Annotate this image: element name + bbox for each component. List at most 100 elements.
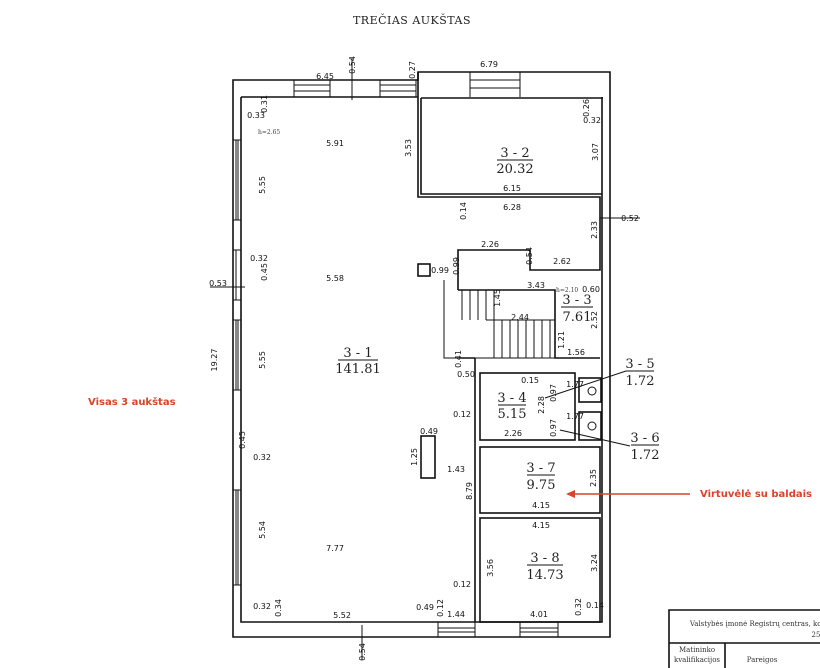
dimension-label: 5.15 — [498, 407, 527, 422]
dimension-label: 6.79 — [480, 60, 498, 69]
dimension-label: 1.21 — [557, 331, 566, 349]
dimension-label: 0.41 — [454, 350, 463, 368]
dimension-label: 4.15 — [532, 501, 550, 510]
plan-title: TREČIAS AUKŠTAS — [353, 13, 471, 27]
dimension-label: 2.35 — [589, 469, 598, 487]
dimension-label: 3 - 4 — [497, 391, 526, 406]
dimension-label: 8.79 — [465, 482, 474, 500]
dimension-label: 0.34 — [274, 599, 283, 617]
dimension-label: 7.77 — [326, 544, 344, 553]
dimension-label: 7.61 — [563, 310, 592, 325]
dimension-label: 3.56 — [486, 559, 495, 577]
room-3-4: 3 - 45.15 — [497, 391, 526, 422]
dimension-label: 0.27 — [408, 61, 417, 79]
dimension-label: 0.32 — [253, 602, 271, 611]
dimension-label: 5.52 — [333, 611, 351, 620]
dimension-label: 0.12 — [436, 599, 445, 617]
ceiling-height-label: h=2.10 — [556, 287, 578, 294]
dimension-label: 2.26 — [504, 429, 522, 438]
dimension-label: 0.49 — [420, 427, 438, 436]
dimension-label: 3.24 — [590, 554, 599, 572]
dimension-label: 3.07 — [591, 143, 600, 161]
title-block: Valstybės įmonė Registrų centras, koda 2… — [668, 609, 820, 668]
dimension-label: 0.97 — [549, 384, 558, 402]
dimension-label: 2.26 — [481, 240, 499, 249]
dimension-label: 0.99 — [452, 257, 461, 275]
dimension-label: 1.44 — [447, 610, 465, 619]
dimension-label: 0.15 — [521, 376, 539, 385]
dimension-label: 4.01 — [530, 610, 548, 619]
dimension-label: 2.44 — [511, 313, 529, 322]
dimension-label: 2.33 — [590, 221, 599, 239]
whole-floor-annotation: Visas 3 aukštas — [88, 396, 176, 408]
dimension-label: 5.91 — [326, 139, 344, 148]
dimension-label: kvalifikacijos — [674, 656, 720, 664]
dimension-label: 0.14 — [586, 601, 604, 610]
dimension-label: 0.33 — [247, 111, 265, 120]
dimension-label: 1.43 — [447, 465, 465, 474]
kitchen-annotation: Virtuvėlė su baldais — [700, 489, 812, 500]
dimension-label: 3.53 — [404, 139, 413, 157]
dimension-label: Pareigos — [747, 656, 778, 664]
dimension-label: 5.55 — [258, 176, 267, 194]
dimension-label: 0.60 — [582, 285, 600, 294]
dimension-label: 9.75 — [527, 478, 556, 493]
toilets — [544, 370, 631, 447]
dimension-label: 0.49 — [416, 603, 434, 612]
dimension-label: 0.54 — [348, 56, 357, 74]
dimension-label: 1.77 — [566, 380, 584, 389]
dimension-label: 0.32 — [250, 254, 268, 263]
room-3-3: 3 - 3 7.61 — [561, 293, 593, 325]
room-3-7: 3 - 7 9.75 — [526, 461, 555, 493]
dimension-label: 1.72 — [626, 374, 655, 389]
dimension-label: 3 - 1 — [343, 346, 372, 361]
dimension-label: 2.62 — [553, 257, 571, 266]
room-3-8: 3 - 8 14.73 — [526, 551, 563, 583]
dimension-label: 0.52 — [621, 214, 639, 223]
dimension-label: 0.32 — [574, 598, 583, 616]
dimension-label: 4.15 — [532, 521, 550, 530]
dimension-label: 3 - 8 — [530, 551, 559, 566]
dimension-label: Matininko — [679, 646, 715, 654]
dimension-label: 0.31 — [260, 95, 269, 113]
dimension-label: 3 - 5 — [625, 357, 654, 372]
dimension-label: 0.32 — [253, 453, 271, 462]
dimension-label: 5.54 — [258, 521, 267, 539]
dimension-label: 0.54 — [525, 247, 534, 265]
dimension-label: 0.12 — [453, 410, 471, 419]
dimension-label: 1.77 — [566, 412, 584, 421]
room-3-5: 3 - 5 1.72 — [625, 357, 654, 389]
walls — [232, 71, 611, 638]
dimension-label: 141.81 — [335, 362, 381, 377]
dimension-label: 3 - 6 — [630, 431, 659, 446]
dimension-label: 3 - 7 — [526, 461, 555, 476]
dimension-label: 20.32 — [496, 162, 533, 177]
dimension-label: 3 - 2 — [500, 146, 529, 161]
dimension-label: 3 - 3 — [562, 293, 591, 308]
dimension-label: 6.28 — [503, 203, 521, 212]
dimension-label: 0.45 — [238, 431, 247, 449]
dimension-label: 25 — [812, 631, 820, 639]
dimension-label: 1.25 — [410, 448, 419, 466]
dimension-label: 0.97 — [549, 419, 558, 437]
dimension-label: 0.26 — [582, 99, 591, 117]
dimension-label: 1.45 — [493, 289, 502, 307]
dimension-label: 0.45 — [260, 263, 269, 281]
ceiling-height-label: h=2.65 — [258, 129, 280, 136]
dimension-label: 14.73 — [526, 568, 563, 583]
dimension-label: 0.12 — [453, 580, 471, 589]
room-3-2: 3 - 220.32 — [496, 146, 533, 177]
dimension-label: 6.45 — [316, 72, 334, 81]
staircase — [443, 280, 555, 359]
dimension-label: Valstybės įmonė Registrų centras, koda — [689, 620, 820, 628]
dimension-label: 19.27 — [210, 349, 219, 372]
dimension-label: 2.52 — [590, 311, 599, 329]
dimension-label: 0.99 — [431, 266, 449, 275]
dimension-label: 1.72 — [631, 448, 660, 463]
dimension-labels: 6.45 0.54 0.27 6.79 0.33 0.31 5.91 3.53 … — [209, 56, 639, 661]
dimension-label: 5.55 — [258, 351, 267, 369]
